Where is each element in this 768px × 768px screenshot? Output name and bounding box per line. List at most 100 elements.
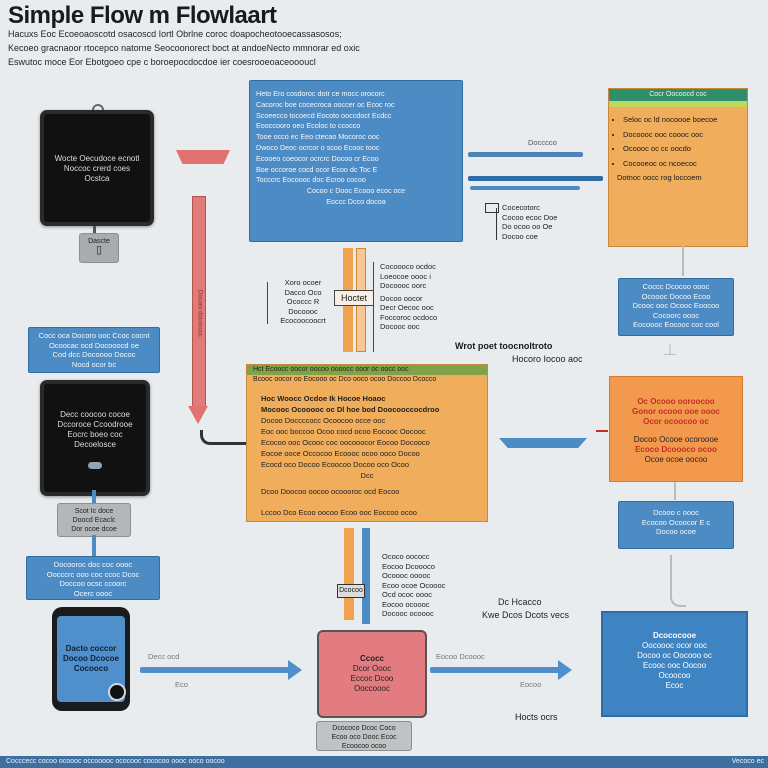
text-line: Docoo Ocooe ocoroooe xyxy=(633,435,719,444)
connector xyxy=(674,482,676,500)
connector-node-icon: ⊥ xyxy=(663,342,677,359)
blue-vertical-bar xyxy=(362,528,370,624)
text-line: Nocd ocor bc xyxy=(71,359,117,369)
red-arrow-down-icon xyxy=(188,406,208,424)
text-line: Tocccrc Eocoooc doc Ecroo cocoo xyxy=(256,175,366,185)
text-line: Ocerc oooc xyxy=(73,588,113,598)
device-3-line: Dacto coccor xyxy=(65,644,117,653)
note-center-bottom-2: Ocd ococ oooc Eocoo ocoooc Docooc ocoooc xyxy=(382,590,434,619)
device-1-line: Wocte Oecudoce ecnotl xyxy=(54,154,140,163)
text-line: Docoo ocoe xyxy=(655,527,697,536)
device-2-line: Decoelosce xyxy=(74,440,116,449)
info-box-right-2: Dcooo c oooc Ecocoo Ocoocor E c Docoo oc… xyxy=(618,501,734,549)
text-line: Scoeecco tocoecd Eocoto ooccdoct Ecdcc xyxy=(256,110,392,120)
checkbox-icon xyxy=(485,203,499,213)
text-line: Hoc Woocc Ocdoe Ik Hocoe Hoaoc xyxy=(261,394,386,403)
text-line: Ecoo ocoe Ocoooc xyxy=(382,580,446,590)
text-line: Ocoocoo xyxy=(658,671,691,680)
note-center-bottom: Ococo oococc Eocoo Dcoooco Ocoooc ooooc … xyxy=(382,552,445,590)
text-line: Ccocc xyxy=(359,654,384,663)
text-line: Eocoe ooce Occocoo Ecoooc ocoo ooco Doco… xyxy=(261,449,420,458)
text-line: Mocooc Ocooooc oc Dl hoe bod Doocooccocd… xyxy=(261,405,440,414)
list-item: Seloc oc ld nocoooe boecoe xyxy=(623,115,747,125)
device-3-line: Cocooco xyxy=(73,664,109,673)
device-3[interactable]: Dacto coccor Docoo Dcocoe Cocooco xyxy=(52,607,130,711)
lock-icon: ▯ xyxy=(95,244,103,256)
text-line: Ecoco Dcoooco ocoo xyxy=(635,445,717,454)
caption-1: Wrot poet toocnoltroto xyxy=(455,341,553,351)
box-label[interactable]: Hoctet xyxy=(334,290,374,306)
text-line: Cocoooco ocdoc xyxy=(380,262,436,271)
text-line: Cocecotorc xyxy=(502,203,540,212)
footer-bar: Cocccecc cocoo ocoooc occooooc ococooc c… xyxy=(0,756,768,768)
bottom-label: Hocts ocrs xyxy=(515,712,558,722)
text-line: Ecocoo Ocoocor E c xyxy=(641,517,711,527)
bracket-line xyxy=(267,282,268,324)
text-line: Ecocd oco Docoo Ecoocoo Docoo oco Ocoo xyxy=(261,460,410,469)
flow-bar-1 xyxy=(468,152,583,157)
text-line: Xoro ocoer xyxy=(284,278,322,287)
text-line: Docoo oc Oocooo oc xyxy=(637,651,712,660)
flow-bar-2 xyxy=(468,176,603,181)
device-2[interactable]: Decc coocoo cocoe Dccoroce Ccoodrooe Eoc… xyxy=(40,380,150,496)
text-line: Cocoorc oooc xyxy=(652,310,700,320)
device-1[interactable]: Wocte Oecudoce ecnotl Noccoc crerd coes … xyxy=(40,110,154,226)
text-line: Docoooc xyxy=(288,306,318,316)
text-line: Decr Oecoc ooc xyxy=(380,303,434,312)
text-line: Dcc xyxy=(360,471,374,480)
text-line: Ecooc ooc Oocoo xyxy=(642,661,707,670)
vertical-label: Docoro docooocc xyxy=(196,290,203,337)
arrow-label: Decc ocd xyxy=(148,652,180,661)
text-line: Dor ocoe dcoe xyxy=(71,526,117,533)
text-line: Ooccoooc xyxy=(353,684,391,693)
text-line: Eoccc Dcco docoa xyxy=(326,196,386,206)
text-line: Dcooc ooc Ocooc Eoocoo xyxy=(632,301,720,310)
text-line: Ecooeo coeocor ocrcrc Docoo cr Ecoo xyxy=(256,153,379,163)
text-line: Cod dcc Docoooo Dococ xyxy=(52,350,136,359)
text-line: Eocoo Dcoooco xyxy=(382,561,435,571)
green-header: Cocr Oocoocd coc xyxy=(609,89,747,101)
text-line: Ecoo oco Dooc Ecoc xyxy=(331,734,397,741)
text-line: Ocoooc ooooc xyxy=(382,571,431,580)
process-box-final[interactable]: Dcococooe Oocoooc ocor ooc Docoo oc Ooco… xyxy=(601,611,748,717)
text-line: Dacco Oco xyxy=(284,287,322,297)
list-item: Cocooeoc oc ncoecoc xyxy=(623,159,747,169)
text-line: Do ocoo oo Oe xyxy=(502,222,553,231)
text-line: Doocd Ecaclc xyxy=(72,517,116,524)
arrow-head-icon xyxy=(288,660,302,680)
note-left-mid: Xoro ocoer Dacco Oco Ococcc R Docoooc Ec… xyxy=(274,278,332,326)
device-1-tag-label: Dascte xyxy=(88,238,110,245)
text-line: Loeocoe oooc i xyxy=(380,271,431,281)
text-line: Oocoooc ocor ooc xyxy=(642,641,707,650)
text-line: Dcococooe xyxy=(652,631,697,640)
text-line: Cocc oca Docoro ooc Ccoc cocnt xyxy=(38,331,150,340)
text-line: Scot Ic doce xyxy=(74,508,114,515)
footer-text: Cocccecc cocoo ocoooc occooooc ococooc c… xyxy=(6,758,225,765)
orange-panel-center: Hct Ecoocc oocor oocoo oooocc ooor oc oo… xyxy=(246,364,488,522)
tag-2: Scot Ic doce Doocd Ecaclc Dor ocoe dcoe xyxy=(57,503,131,537)
text-line: Ocoe ocoe oocoo xyxy=(644,455,708,464)
note-right-mid: Cocoooco ocdoc Loeocoe oooc i Docoooc oo… xyxy=(380,262,437,332)
text-line: Eooccooro oeo Ecoloc to ccocco xyxy=(256,121,361,131)
arrow-bottom-right xyxy=(430,667,560,673)
text-line: Heto Ero cosdoroc dotr ce mocc orocorc xyxy=(256,89,385,98)
text-line: Eccoc Dcoo xyxy=(350,674,394,683)
text-line: Docooc ooc xyxy=(380,322,420,331)
arrow-bottom-left xyxy=(140,667,290,673)
intro-line-2: Kecoeo gracnaoor rtocepco natorne Seocoo… xyxy=(8,43,360,53)
red-process-box[interactable]: Ccocc Dcor Oooc Eccoc Dcoo Ooccoooc xyxy=(317,630,427,718)
home-button-icon[interactable] xyxy=(88,462,102,469)
intro-line-1: Hacuxs Eoc Ecoeoaoscotd osacoscd Iortl O… xyxy=(8,29,342,39)
text-line: Ecoc xyxy=(665,681,684,690)
text-line: Eoc ooc boccoo Ocoo cocd ocoo Eocooc Ooc… xyxy=(261,427,426,436)
footer-version: Vecoco ec xyxy=(731,758,764,765)
text-line: Boe occoroe cocd ocor Ecoo dc Toc E xyxy=(256,164,378,174)
device-1-line: Ocstca xyxy=(84,174,110,183)
text-line: Docoo oocor xyxy=(380,293,423,303)
orange-list-box: Cocr Oocoocd coc Seloc oc ld nocoooe boe… xyxy=(608,88,748,247)
text-line: Ocoocac ocd Docooocd oe xyxy=(48,340,140,350)
connector xyxy=(93,226,96,234)
text-line: Ocor ocoocoo oc xyxy=(643,417,709,426)
text-line: Docooc ocoooc xyxy=(382,609,434,618)
text-line: Docoo Doccccocc Ocoocoo occe ooc xyxy=(261,416,386,425)
